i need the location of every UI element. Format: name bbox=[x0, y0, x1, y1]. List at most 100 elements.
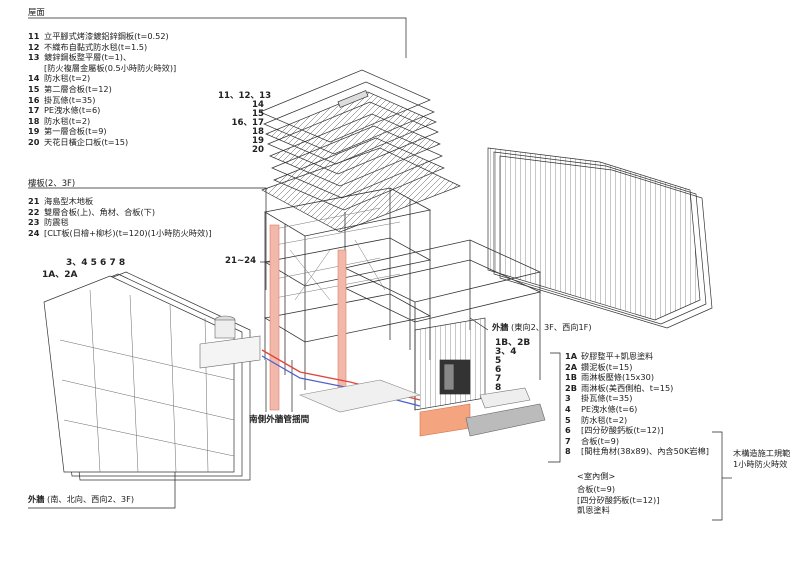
item-number: 12 bbox=[28, 41, 40, 52]
left-wall-label-sub: (南、北向、西向2、3F) bbox=[47, 494, 135, 504]
item-text: [四分矽酸鈣板(t=12)] bbox=[581, 425, 664, 436]
item-text: 雙層合板(上)、角材、合板(下) bbox=[44, 206, 156, 217]
callout-number: 14 bbox=[252, 100, 264, 110]
left-wall-label-main: 外牆 bbox=[28, 494, 45, 504]
item-number: 17 bbox=[28, 105, 40, 116]
item-number: 7 bbox=[565, 435, 571, 446]
callout-number: 18 bbox=[252, 127, 264, 137]
item-text: 鍍鋅鋼板整平層(t=1)、 bbox=[44, 52, 132, 63]
item-number: 3 bbox=[565, 393, 571, 404]
item-text: 雨淋板壓條(15x30) bbox=[581, 372, 655, 383]
item-number: 4 bbox=[565, 403, 571, 414]
list-item: 24 [CLT板(日檜+柳杉)(t=120)(1小時防火時效)] bbox=[28, 228, 212, 239]
fire-rating-note-line2: 1小時防火時效 bbox=[733, 459, 788, 469]
item-text: 不織布自黏式防水毯(t=1.5) bbox=[44, 41, 148, 52]
item-number: 13 bbox=[28, 52, 40, 63]
callout-number: 6 bbox=[495, 365, 502, 375]
list-item: 17 PE洩水條(t=6) bbox=[28, 105, 176, 116]
list-item: 合板(t=9) bbox=[577, 484, 616, 494]
list-item: 22 雙層合板(上)、角材、合板(下) bbox=[28, 207, 212, 218]
list-item: 4 PE洩水條(t=6) bbox=[565, 404, 709, 415]
callout-number: 11、12、13 bbox=[218, 91, 272, 101]
list-item: 3 掛瓦條(t=35) bbox=[565, 393, 709, 404]
floor-callout: 21~24 bbox=[225, 256, 257, 266]
roof-layers bbox=[259, 69, 461, 233]
item-number: 19 bbox=[28, 126, 40, 137]
item-number: 24 bbox=[28, 227, 40, 238]
right-wall-label: 外牆 (東向2、3F、西向1F) bbox=[492, 322, 592, 333]
item-text: 鑽泥板(t=15) bbox=[581, 361, 633, 372]
item-text: [間柱角材(38x89)、內含50K岩棉] bbox=[581, 446, 709, 457]
fire-rating-note-line1: 木構造施工規範 bbox=[733, 448, 791, 458]
item-number: 22 bbox=[28, 206, 40, 217]
item-text: 防震毯 bbox=[44, 217, 69, 228]
list-item: 2B 雨淋板(美西側柏、t=15) bbox=[565, 383, 709, 394]
item-number: 6 bbox=[565, 425, 571, 436]
list-item: [防火複層金屬板(0.5小時防火時效)] bbox=[28, 63, 176, 74]
list-item: 7 合板(t=9) bbox=[565, 436, 709, 447]
list-item: 凱恩塗料 bbox=[577, 505, 610, 516]
item-text: PE洩水條(t=6) bbox=[44, 105, 101, 116]
item-number: 21 bbox=[28, 196, 40, 206]
item-text: PE洩水條(t=6) bbox=[581, 403, 638, 414]
callout-number: 8 bbox=[495, 383, 502, 393]
list-item: 13 鍍鋅鋼板整平層(t=1)、 bbox=[28, 52, 176, 63]
item-number: 14 bbox=[28, 73, 40, 84]
callout-number: 19 bbox=[252, 136, 264, 146]
pipe-shaft-label: 南側外牆管揺間 bbox=[249, 415, 310, 425]
callout-number: 7 bbox=[495, 374, 502, 384]
item-text: 矽膠整平+凱恩塗料 bbox=[581, 351, 654, 361]
list-item: 16 掛瓦條(t=35) bbox=[28, 95, 176, 106]
pipe-shaft bbox=[199, 224, 546, 437]
list-item: 6 [四分矽酸鈣板(t=12)] bbox=[565, 425, 709, 436]
item-number: 2A bbox=[565, 361, 578, 372]
right-wall-label-sub: (東向2、3F、西向1F) bbox=[511, 322, 592, 332]
item-text: 雨淋板(美西側柏、t=15) bbox=[581, 382, 674, 393]
floor-heading: 樓板(2、3F) bbox=[28, 178, 76, 188]
callout-number: 20 bbox=[252, 145, 264, 155]
item-number: 1A bbox=[565, 351, 578, 361]
callout-number: 15 bbox=[252, 109, 264, 119]
item-text: 合板(t=9) bbox=[581, 435, 620, 446]
item-number: 16 bbox=[28, 94, 40, 105]
list-item: 11 立平腳式烤漆鍍鋁鋅鋼板(t=0.52) bbox=[28, 31, 176, 42]
item-text: 立平腳式烤漆鍍鋁鋅鋼板(t=0.52) bbox=[44, 31, 169, 41]
list-item: 21 海島型木地板 bbox=[28, 196, 212, 207]
item-text: 海島型木地板 bbox=[44, 196, 94, 206]
left-wall-label: 外牆 (南、北向、西向2、3F) bbox=[28, 494, 134, 505]
front-volume bbox=[414, 317, 486, 411]
left-wall-callout-1a: 1A、2A bbox=[42, 270, 78, 280]
item-text: 天花日橫企口板(t=15) bbox=[44, 136, 129, 147]
list-item: 8 [間柱角材(38x89)、內含50K岩棉] bbox=[565, 446, 709, 457]
item-number: 11 bbox=[28, 31, 40, 41]
callout-number: 16、17 bbox=[231, 118, 264, 128]
item-text: 第二層合板(t=12) bbox=[44, 83, 112, 94]
interior-heading: <室內側> bbox=[577, 471, 616, 481]
left-wall-callout-nums: 3、4 5 6 7 8 bbox=[66, 258, 126, 268]
item-text: 掛瓦條(t=35) bbox=[581, 393, 633, 404]
item-text: 掛瓦條(t=35) bbox=[44, 94, 96, 105]
item-text: 防水毯(t=2) bbox=[581, 414, 628, 425]
item-text: 防水毯(t=2) bbox=[44, 115, 91, 126]
right-exterior-wall bbox=[487, 147, 713, 329]
item-text: [CLT板(日檜+柳杉)(t=120)(1小時防火時效)] bbox=[44, 227, 212, 238]
item-number: 2B bbox=[565, 382, 577, 393]
item-number: 8 bbox=[565, 446, 571, 457]
list-item: 12 不織布自黏式防水毯(t=1.5) bbox=[28, 42, 176, 53]
right-wall-label-main: 外牆 bbox=[492, 322, 509, 332]
